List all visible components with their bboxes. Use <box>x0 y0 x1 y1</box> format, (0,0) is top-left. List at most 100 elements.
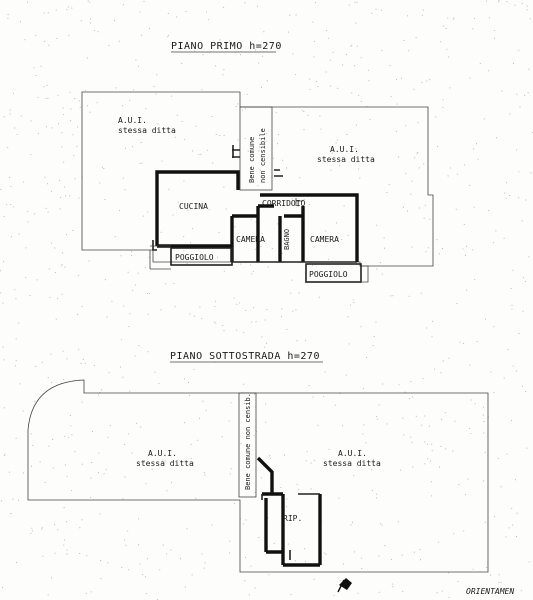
noise-dot <box>446 48 448 50</box>
noise-dot <box>328 37 330 39</box>
noise-dot <box>338 497 340 499</box>
noise-dot <box>378 591 380 593</box>
noise-dot <box>86 105 88 107</box>
noise-dot <box>303 129 305 131</box>
noise-dot <box>145 593 147 595</box>
noise-dot <box>61 264 63 266</box>
noise-dot <box>237 103 239 105</box>
noise-dot <box>12 498 14 500</box>
noise-dot <box>13 92 14 94</box>
stair-mark-2 <box>274 169 283 177</box>
noise-dot <box>263 346 265 348</box>
noise-dot <box>201 318 203 320</box>
noise-dot <box>432 320 433 322</box>
noise-dot <box>418 167 420 169</box>
noise-dot <box>292 310 294 312</box>
noise-dot <box>514 479 516 481</box>
noise-dot <box>325 71 327 73</box>
noise-dot <box>204 562 206 564</box>
noise-dot <box>305 340 307 341</box>
noise-dot <box>360 101 362 103</box>
noise-dot <box>177 201 179 203</box>
aui-left-line2: stessa ditta <box>118 126 176 135</box>
noise-dot <box>287 543 289 545</box>
noise-dot <box>30 532 32 534</box>
noise-dot <box>360 57 362 59</box>
noise-dot <box>324 371 326 373</box>
noise-dot <box>67 6 69 8</box>
noise-dot <box>215 133 217 135</box>
noise-dot <box>290 594 292 595</box>
noise-dot <box>447 572 449 574</box>
noise-dot <box>258 537 260 538</box>
noise-dot <box>180 558 181 560</box>
noise-dot <box>286 329 288 330</box>
noise-dot <box>43 12 45 14</box>
noise-dot <box>55 272 56 274</box>
noise-dot <box>463 223 465 225</box>
noise-dot <box>267 266 269 268</box>
noise-dot <box>282 159 284 161</box>
noise-dot <box>522 277 524 279</box>
noise-dot <box>248 594 250 596</box>
noise-dot <box>162 544 164 546</box>
noise-dot <box>518 49 520 51</box>
noise-dot <box>355 22 357 24</box>
noise-dot <box>476 143 477 145</box>
noise-dot <box>0 292 2 294</box>
noise-dot <box>127 530 129 532</box>
noise-dot <box>505 536 507 538</box>
floor-primo: PIANO PRIMO h=270 A.U.I. stessa ditta A.… <box>81 41 434 283</box>
balcony-rail-right <box>361 265 369 283</box>
label-camera-left: CAMERA <box>236 235 265 244</box>
noise-dot <box>55 9 57 11</box>
noise-dot <box>467 478 469 480</box>
noise-dot <box>149 293 150 294</box>
noise-dot <box>526 447 528 449</box>
noise-dot <box>526 9 528 11</box>
noise-dot <box>333 594 335 596</box>
noise-dot <box>30 154 32 156</box>
floor-sottostrada-outline <box>27 379 489 573</box>
noise-dot <box>122 4 124 6</box>
noise-dot <box>200 153 202 155</box>
noise-dot <box>299 177 301 179</box>
noise-dot <box>521 385 523 387</box>
noise-dot <box>437 146 439 147</box>
noise-dot <box>323 396 325 398</box>
noise-dot <box>521 3 523 5</box>
noise-dot <box>111 300 113 302</box>
noise-dot <box>244 580 246 582</box>
noise-dot <box>119 210 120 212</box>
noise-dot <box>129 99 131 101</box>
noise-dot <box>120 255 122 257</box>
noise-dot <box>436 592 438 594</box>
noise-dot <box>14 127 16 129</box>
noise-dot <box>134 355 136 357</box>
noise-dot <box>441 248 443 249</box>
noise-dot <box>348 343 350 345</box>
noise-dot <box>398 384 400 386</box>
noise-dot <box>98 394 99 396</box>
noise-dot <box>359 177 361 179</box>
noise-dot <box>431 443 433 445</box>
noise-dot <box>225 208 227 210</box>
noise-dot <box>281 252 283 254</box>
noise-dot <box>413 88 415 90</box>
noise-dot <box>309 88 311 90</box>
noise-dot <box>453 533 455 535</box>
noise-dot <box>509 195 511 196</box>
noise-dot <box>348 4 350 6</box>
noise-dot <box>189 313 191 315</box>
noise-dot <box>484 451 486 453</box>
noise-dot <box>243 523 245 525</box>
noise-dot <box>280 487 282 488</box>
noise-dot <box>353 475 355 477</box>
noise-dot <box>490 371 492 373</box>
noise-dot <box>103 168 105 169</box>
noise-dot <box>144 267 146 269</box>
bene-comune-strip-lower <box>238 392 257 498</box>
noise-dot <box>258 150 260 152</box>
noise-dot <box>105 469 107 471</box>
noise-dot <box>18 499 19 501</box>
